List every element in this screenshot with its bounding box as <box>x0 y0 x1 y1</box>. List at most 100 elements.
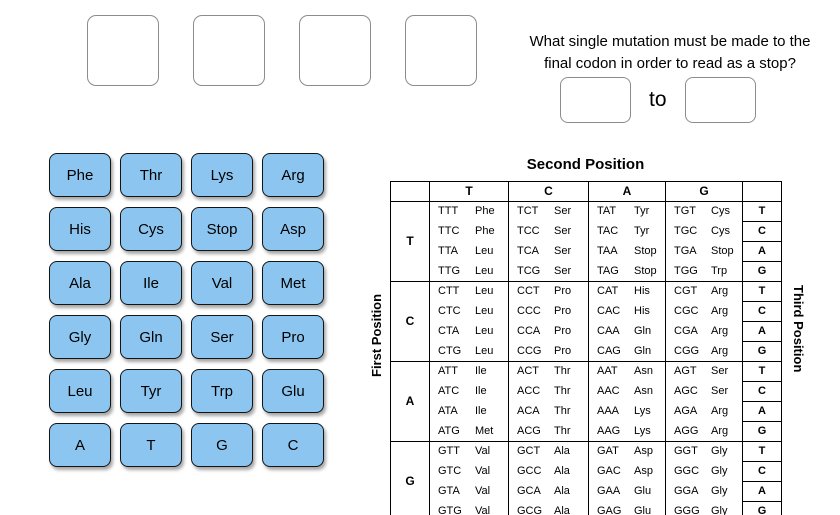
codon-TAC: TAC <box>597 225 619 237</box>
codon-TGG: TGG <box>674 264 698 277</box>
codon-TCC: TCC <box>517 225 540 237</box>
amino-acid-TTG: Leu <box>475 264 494 277</box>
third-position-A-A: A <box>742 401 782 422</box>
amino-acid-AAC: Asn <box>634 385 653 397</box>
tile-ala[interactable]: Ala <box>49 261 111 305</box>
first-position-T: T <box>390 201 430 282</box>
codon-GCC: GCC <box>517 465 542 477</box>
amino-acid-GGG: Gly <box>711 504 728 515</box>
codon-TCA: TCA <box>517 245 539 257</box>
codon-CTC: CTC <box>438 305 461 317</box>
corner-cell-right <box>742 181 782 202</box>
question-text: What single mutation must be made to the… <box>505 31 835 75</box>
tile-a[interactable]: A <box>49 423 111 467</box>
tile-ile[interactable]: Ile <box>120 261 182 305</box>
tile-c[interactable]: C <box>262 423 324 467</box>
third-position-G-G: G <box>742 501 782 515</box>
tile-his[interactable]: His <box>49 207 111 251</box>
codon-TTG: TTG <box>438 264 460 277</box>
tile-tyr[interactable]: Tyr <box>120 369 182 413</box>
codon-GTA: GTA <box>438 485 460 497</box>
codon-cell-AAC: AAC Asn <box>588 381 666 402</box>
amino-acid-TTC: Phe <box>475 225 495 237</box>
amino-acid-CAC: His <box>634 305 650 317</box>
amino-acid-ATA: Ile <box>475 405 487 417</box>
tile-trp[interactable]: Trp <box>191 369 253 413</box>
amino-acid-AGC: Ser <box>711 385 729 397</box>
amino-acid-TGT: Cys <box>711 205 730 218</box>
tile-arg[interactable]: Arg <box>262 153 324 197</box>
first-position-A: A <box>390 361 430 442</box>
codon-cell-TTG: TTG Leu <box>429 261 509 282</box>
codon-TTA: TTA <box>438 245 458 257</box>
tile-pro[interactable]: Pro <box>262 315 324 359</box>
third-position-G-C: C <box>742 461 782 482</box>
amino-acid-TAA: Stop <box>634 245 657 257</box>
tile-phe[interactable]: Phe <box>49 153 111 197</box>
tile-gly[interactable]: Gly <box>49 315 111 359</box>
codon-CGC: CGC <box>674 305 699 317</box>
amino-acid-ATT: Ile <box>475 365 487 378</box>
tile-val[interactable]: Val <box>191 261 253 305</box>
tile-leu[interactable]: Leu <box>49 369 111 413</box>
amino-acid-AAT: Asn <box>634 365 653 378</box>
tile-gln[interactable]: Gln <box>120 315 182 359</box>
third-position-C-T: T <box>742 281 782 302</box>
tile-cys[interactable]: Cys <box>120 207 182 251</box>
amino-acid-TGA: Stop <box>711 245 734 257</box>
codon-AAC: AAC <box>597 385 620 397</box>
third-position-G-T: T <box>742 441 782 462</box>
tile-met[interactable]: Met <box>262 261 324 305</box>
tile-glu[interactable]: Glu <box>262 369 324 413</box>
codon-drop-zone-4[interactable] <box>405 15 477 86</box>
codon-AAG: AAG <box>597 424 621 437</box>
mutation-to-box[interactable] <box>684 77 756 123</box>
tile-asp[interactable]: Asp <box>262 207 324 251</box>
tile-g[interactable]: G <box>191 423 253 467</box>
amino-acid-CCA: Pro <box>554 325 572 337</box>
codon-AGC: AGC <box>674 385 698 397</box>
amino-acid-GAA: Glu <box>634 485 652 497</box>
amino-acid-CGG: Arg <box>711 344 729 357</box>
to-label: to <box>649 88 667 111</box>
amino-acid-TCT: Ser <box>554 205 572 218</box>
tile-lys[interactable]: Lys <box>191 153 253 197</box>
codon-drop-zone-3[interactable] <box>299 15 371 86</box>
codon-GCT: GCT <box>517 445 541 458</box>
amino-acid-ATG: Met <box>475 424 494 437</box>
codon-AGG: AGG <box>674 424 699 437</box>
tile-stop[interactable]: Stop <box>191 207 253 251</box>
codon-GTT: GTT <box>438 445 460 458</box>
tile-t[interactable]: T <box>120 423 182 467</box>
codon-ATA: ATA <box>438 405 458 417</box>
codon-drop-zone-2[interactable] <box>193 15 265 86</box>
codon-CTT: CTT <box>438 285 460 298</box>
codon-drop-zone-1[interactable] <box>87 15 159 86</box>
codon-cell-ATA: ATA Ile <box>429 401 509 422</box>
codon-CAA: CAA <box>597 325 620 337</box>
tile-thr[interactable]: Thr <box>120 153 182 197</box>
codon-GGG: GGG <box>674 504 700 515</box>
tile-ser[interactable]: Ser <box>191 315 253 359</box>
mutation-from-box[interactable] <box>560 77 631 123</box>
